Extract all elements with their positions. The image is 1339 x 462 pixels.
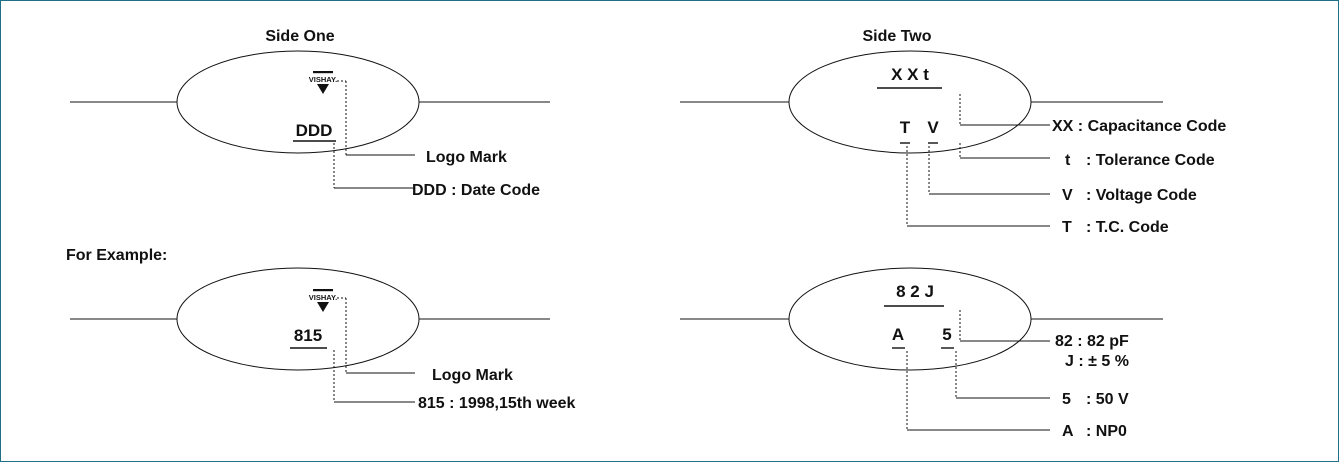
example-one-capacitor-body xyxy=(176,267,420,371)
tolerance-code-label: : Tolerance Code xyxy=(1086,152,1215,169)
example-one-date-code: 815 xyxy=(294,326,322,345)
vishay-logo-icon: VISHAY. xyxy=(309,71,338,94)
side-one-title: Side One xyxy=(265,28,334,45)
date-code-label: DDD : Date Code xyxy=(412,182,540,199)
example-two-capacitor-body xyxy=(788,267,1032,371)
side-one-date-code: DDD xyxy=(296,121,333,140)
side-two-capacitor-body xyxy=(788,50,1032,154)
example-logo-mark-label: Logo Mark xyxy=(432,367,513,384)
tc-code-letter: T xyxy=(900,118,911,137)
vishay-logo-text: VISHAY. xyxy=(309,293,338,302)
example-tc-key: A xyxy=(1062,423,1074,440)
logo-mark-label: Logo Mark xyxy=(426,149,507,166)
example-date-code-label: 815 : 1998,15th week xyxy=(418,395,576,412)
example-heading: For Example: xyxy=(66,247,167,264)
tolerance-key: t xyxy=(1065,152,1071,169)
example-voltage-key: 5 xyxy=(1062,391,1071,408)
example-voltage-letter: 5 xyxy=(942,325,951,344)
side-two-panel: Side Two X X t T V XX : Capacitance Code… xyxy=(680,28,1226,236)
voltage-code-label: : Voltage Code xyxy=(1086,187,1197,204)
example-two-panel: 8 2 J A 5 82 : 82 pF J : ± 5 % 5 : 50 V … xyxy=(680,267,1163,440)
example-tc-letter: A xyxy=(892,325,904,344)
capacitance-code-row: X X t xyxy=(891,65,929,84)
voltage-code-letter: V xyxy=(927,118,939,137)
example-capacitance-label: 82 : 82 pF xyxy=(1055,333,1129,350)
vishay-logo-text: VISHAY. xyxy=(309,75,338,84)
vishay-logo-icon: VISHAY. xyxy=(309,289,338,312)
side-one-capacitor-body xyxy=(176,50,420,154)
example-one-panel: VISHAY. 815 Logo Mark 815 : 1998,15th we… xyxy=(70,267,576,412)
side-one-panel: Side One VISHAY. DDD Logo Mark DDD : Dat… xyxy=(70,28,550,199)
capacitance-code-label: XX : Capacitance Code xyxy=(1052,118,1226,135)
tc-key: T xyxy=(1062,219,1072,236)
example-voltage-label: : 50 V xyxy=(1086,391,1129,408)
voltage-key: V xyxy=(1062,187,1073,204)
tc-code-label: : T.C. Code xyxy=(1086,219,1169,236)
example-tc-label: : NP0 xyxy=(1086,423,1127,440)
side-two-title: Side Two xyxy=(862,28,931,45)
example-capacitance-row: 8 2 J xyxy=(896,282,934,301)
example-tolerance-label: J : ± 5 % xyxy=(1065,353,1129,370)
